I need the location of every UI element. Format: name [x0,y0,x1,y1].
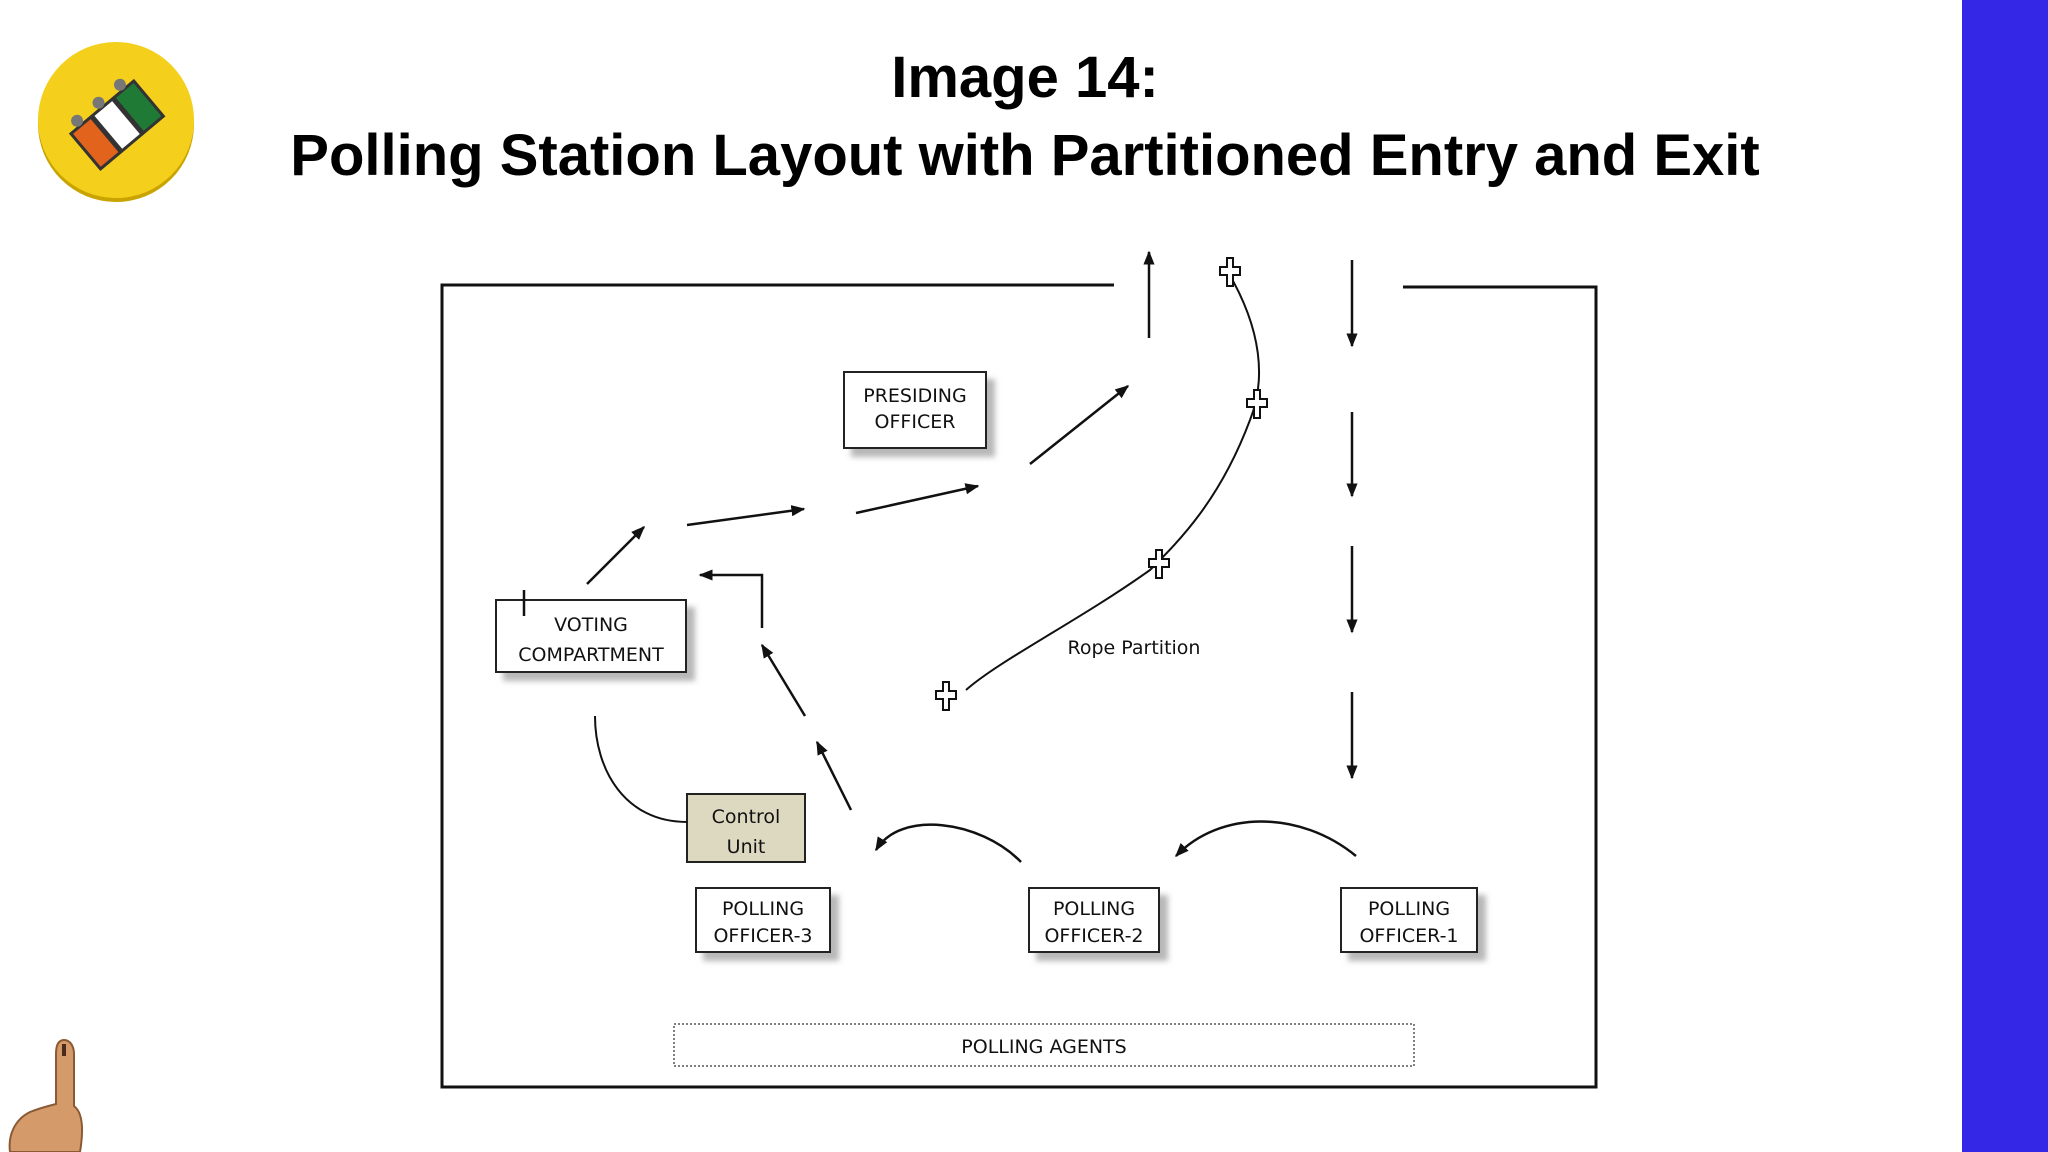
rope-partition-label: Rope Partition [1068,637,1201,659]
presiding-officer-box: PRESIDING OFFICER [843,371,987,449]
svg-text:OFFICER-2: OFFICER-2 [1044,925,1143,947]
svg-text:VOTING: VOTING [554,614,628,636]
svg-text:OFFICER-3: OFFICER-3 [713,925,812,947]
control-unit-box: Control Unit [686,793,806,863]
index-finger-icon [8,1038,83,1152]
slide-title-line-2: Polling Station Layout with Partitioned … [290,123,1760,188]
svg-text:Control: Control [712,806,781,828]
svg-text:Unit: Unit [727,836,766,858]
polling-agents-box: POLLING AGENTS [673,1023,1415,1067]
polling-officer-2-box: POLLING OFFICER-2 [1028,887,1160,953]
election-commission-logo-icon [38,42,194,202]
svg-text:COMPARTMENT: COMPARTMENT [518,644,664,666]
evm-cable-line [594,715,688,823]
side-accent-bar [1962,0,2048,1152]
room-outline [440,283,1598,1089]
slide-title-line-1: Image 14: [891,45,1159,110]
rope-partition-line [965,271,1261,691]
voting-compartment-box: VOTING COMPARTMENT [495,590,687,673]
svg-text:POLLING: POLLING [722,898,804,920]
polling-officer-3-box: POLLING OFFICER-3 [695,887,831,953]
svg-text:OFFICER-1: OFFICER-1 [1359,925,1458,947]
svg-text:POLLING: POLLING [1368,898,1450,920]
svg-text:POLLING AGENTS: POLLING AGENTS [961,1036,1126,1058]
polling-officer-1-box: POLLING OFFICER-1 [1340,887,1478,953]
voter-flow-arrows [586,385,1357,863]
svg-text:POLLING: POLLING [1053,898,1135,920]
stanchion-icons [935,257,1268,711]
svg-text:OFFICER: OFFICER [875,411,956,433]
svg-text:PRESIDING: PRESIDING [863,385,967,407]
